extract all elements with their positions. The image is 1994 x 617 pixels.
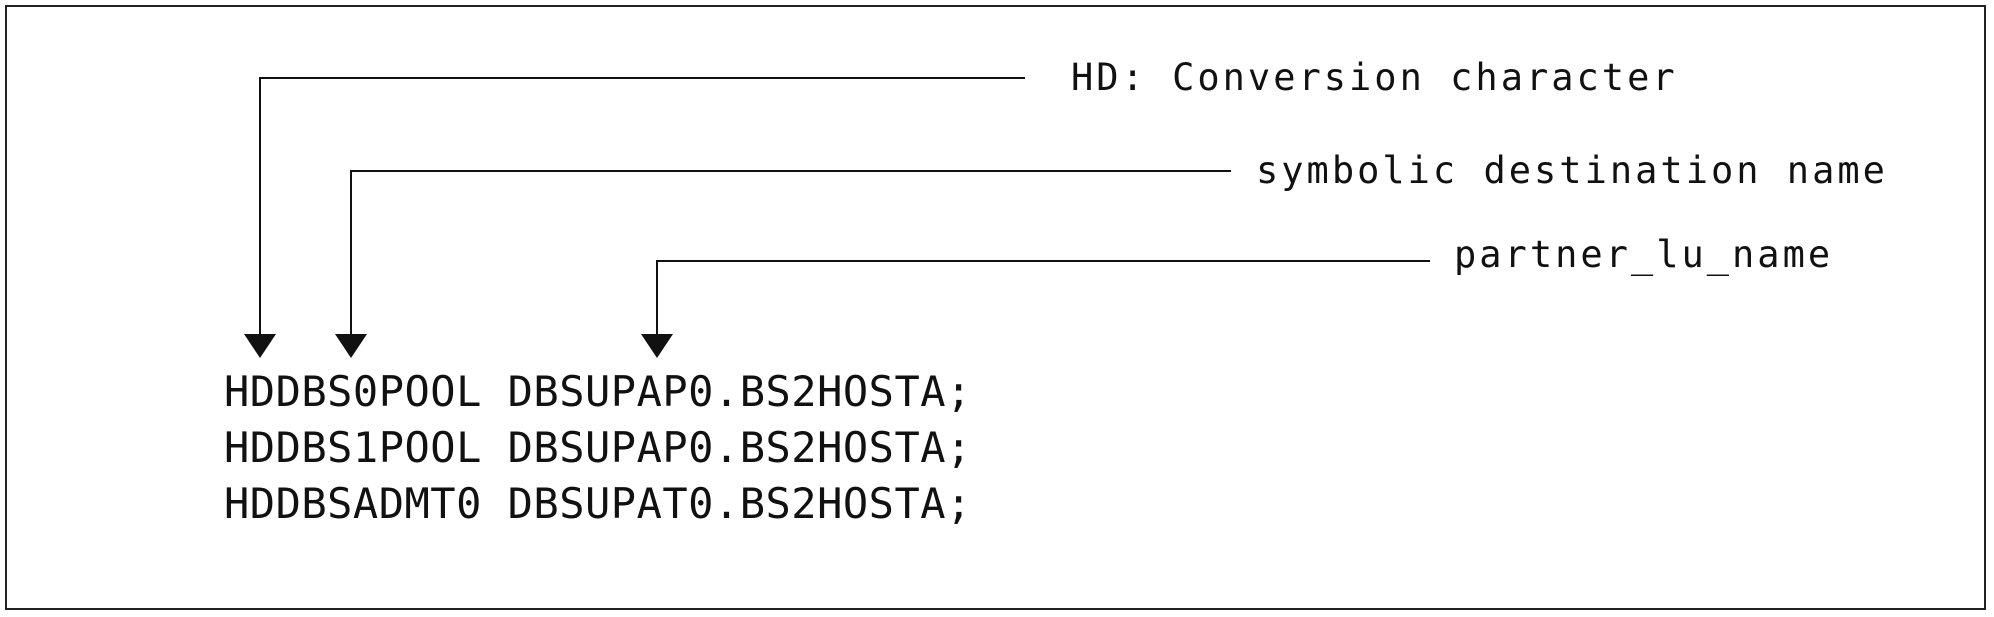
partner-lu-arrowhead (641, 334, 673, 358)
code-line-2: HDDBS1POOL DBSUPAP0.BS2HOSTA; (224, 423, 972, 472)
symbolic-destination-label: symbolic destination name (1256, 149, 1888, 192)
symbolic-destination-callout (335, 170, 1231, 358)
symbolic-destination-arrowhead (335, 334, 367, 358)
partner-lu-leader (656, 260, 1430, 338)
conversion-character-arrowhead (244, 334, 276, 358)
conversion-character-leader (259, 77, 1025, 338)
partner-lu-label: partner_lu_name (1454, 233, 1834, 276)
code-line-1: HDDBS0POOL DBSUPAP0.BS2HOSTA; (224, 367, 972, 416)
conversion-character-label: HD: Conversion character (1071, 56, 1678, 99)
diagram-frame (5, 5, 1986, 610)
partner-lu-callout (641, 260, 1430, 358)
symbolic-destination-leader (350, 170, 1231, 338)
code-line-3: HDDBSADMT0 DBSUPAT0.BS2HOSTA; (224, 479, 972, 528)
conversion-character-callout (244, 77, 1025, 358)
